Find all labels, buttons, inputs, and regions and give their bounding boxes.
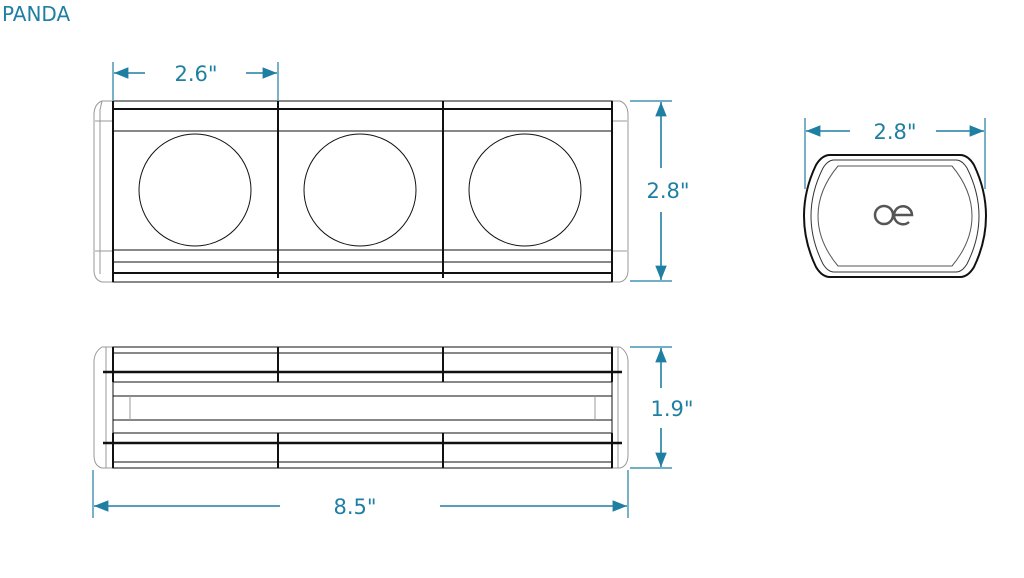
dimension-label: 2.8"	[873, 120, 916, 144]
dimension-overall-length: 8.5"	[92, 470, 629, 519]
dimension-top-height: 2.8"	[630, 100, 690, 282]
end-view	[802, 154, 988, 278]
dimension-label: 1.9"	[650, 397, 693, 421]
dimension-end-width: 2.8"	[804, 118, 986, 189]
page-title: PANDA	[2, 2, 71, 26]
dimension-label: 2.8"	[646, 179, 689, 203]
side-view	[93, 346, 629, 469]
dimension-side-height: 1.9"	[630, 346, 694, 469]
cup-hole	[468, 133, 582, 247]
top-view	[93, 100, 629, 283]
oe-logo-icon	[873, 204, 914, 226]
dimension-label: 8.5"	[333, 495, 376, 519]
cup-hole	[303, 133, 417, 247]
dimension-label: 2.6"	[174, 62, 217, 86]
dimension-cell-width: 2.6"	[112, 62, 279, 100]
cup-hole	[138, 133, 252, 247]
